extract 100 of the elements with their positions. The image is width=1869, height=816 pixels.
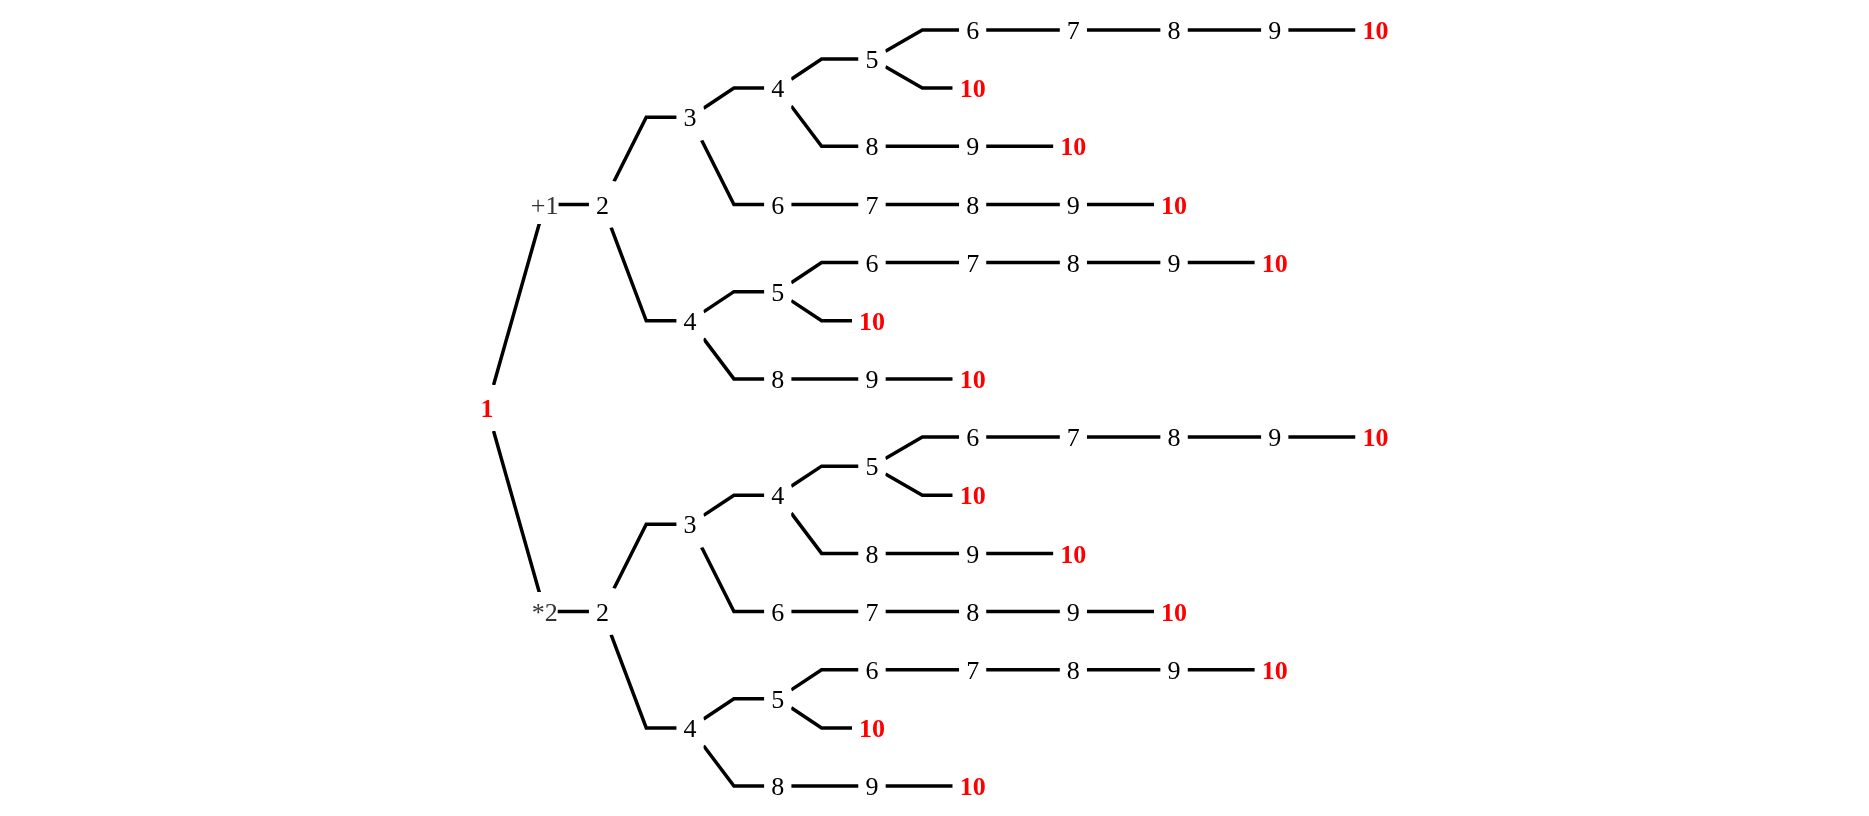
node-text: 5 — [865, 451, 879, 481]
connector — [885, 668, 960, 672]
connector — [790, 706, 852, 730]
connector — [702, 86, 765, 110]
connector — [790, 464, 859, 488]
node-text: 9 — [865, 364, 879, 394]
node-text: 8 — [865, 539, 879, 568]
connector — [791, 202, 859, 207]
node-text: 8 — [966, 190, 980, 219]
node-text: 10 — [1161, 190, 1188, 219]
node-text: 6 — [771, 597, 785, 626]
connector — [884, 28, 960, 53]
node-text: 2 — [595, 190, 609, 219]
node-text: 10 — [1362, 422, 1389, 452]
node-text: 9 — [1268, 15, 1282, 45]
connector — [791, 784, 859, 788]
connector — [702, 337, 765, 381]
connector — [986, 668, 1060, 672]
connector — [986, 551, 1054, 556]
node-text: 9 — [1066, 597, 1080, 626]
connector — [791, 377, 859, 381]
connector — [789, 512, 859, 556]
connector — [884, 435, 960, 460]
node-text: 10 — [1362, 15, 1389, 45]
node-text: 6 — [865, 655, 879, 685]
node-text: 8 — [1066, 248, 1080, 277]
node-text: 7 — [1066, 15, 1080, 45]
connector — [702, 493, 765, 517]
node-text: 8 — [1167, 422, 1181, 452]
node-text: 7 — [865, 190, 879, 219]
connector — [612, 522, 677, 590]
node-text: 9 — [1167, 248, 1181, 277]
node-text: 10 — [959, 364, 986, 394]
connector — [986, 609, 1060, 614]
node-text: 10 — [959, 771, 986, 801]
node-text: 4 — [771, 480, 785, 510]
connector — [885, 784, 953, 788]
node-text: 3 — [683, 510, 697, 539]
connector — [700, 139, 765, 207]
connector — [1187, 435, 1262, 439]
connector — [791, 609, 859, 614]
connector — [986, 202, 1060, 207]
node-text: 2 — [595, 597, 609, 626]
connector — [790, 668, 859, 692]
connector — [986, 144, 1054, 148]
node-text: 9 — [1066, 190, 1080, 219]
node-text: 8 — [771, 364, 785, 394]
node-text: 5 — [771, 277, 785, 306]
edge-label: +1 — [530, 190, 559, 219]
connector — [1086, 28, 1161, 32]
connector — [884, 472, 953, 497]
connector — [1086, 260, 1161, 265]
node-text: 10 — [858, 306, 885, 336]
node-text: 7 — [865, 597, 879, 626]
node-text: 10 — [959, 73, 986, 103]
node-text: 8 — [1066, 655, 1080, 685]
connector — [790, 260, 859, 285]
node-text: 4 — [683, 713, 697, 743]
connector — [702, 289, 765, 314]
node-text: 10 — [1261, 248, 1288, 277]
node-text: 10 — [1060, 131, 1087, 161]
connector — [1187, 668, 1255, 672]
connector — [885, 202, 960, 207]
connector — [700, 546, 765, 614]
node-text: 9 — [1167, 655, 1181, 685]
connector — [612, 115, 677, 183]
connector — [986, 260, 1060, 265]
connector — [1288, 435, 1356, 439]
node-text: 10 — [858, 713, 885, 743]
connector — [1086, 202, 1155, 207]
connector — [986, 28, 1060, 32]
connector — [884, 65, 953, 90]
node-text: 10 — [959, 480, 986, 510]
connector — [790, 299, 852, 323]
connector — [790, 57, 859, 81]
connector — [609, 633, 677, 730]
connector — [702, 697, 765, 721]
node-text: 9 — [1268, 422, 1282, 452]
node-text: 7 — [1066, 422, 1080, 452]
node-text: 6 — [966, 15, 980, 45]
connector — [1086, 668, 1161, 672]
node-text: 1 — [480, 393, 494, 423]
connector — [885, 609, 960, 614]
node-text: 6 — [771, 190, 785, 219]
node-text: 8 — [966, 597, 980, 626]
node-text: 3 — [683, 102, 697, 132]
connector — [702, 744, 765, 788]
connector — [885, 377, 953, 381]
connector — [1187, 260, 1255, 265]
connector — [789, 104, 859, 148]
node-text: 4 — [683, 306, 697, 336]
node-text: 6 — [865, 248, 879, 277]
node-text: 8 — [865, 131, 879, 161]
connector — [1086, 435, 1161, 439]
node-text: 7 — [966, 655, 980, 685]
node-text: 9 — [966, 131, 980, 161]
connector — [885, 260, 960, 265]
node-text: 7 — [966, 248, 980, 277]
node-text: 4 — [771, 73, 785, 103]
node-text: 5 — [771, 684, 785, 714]
